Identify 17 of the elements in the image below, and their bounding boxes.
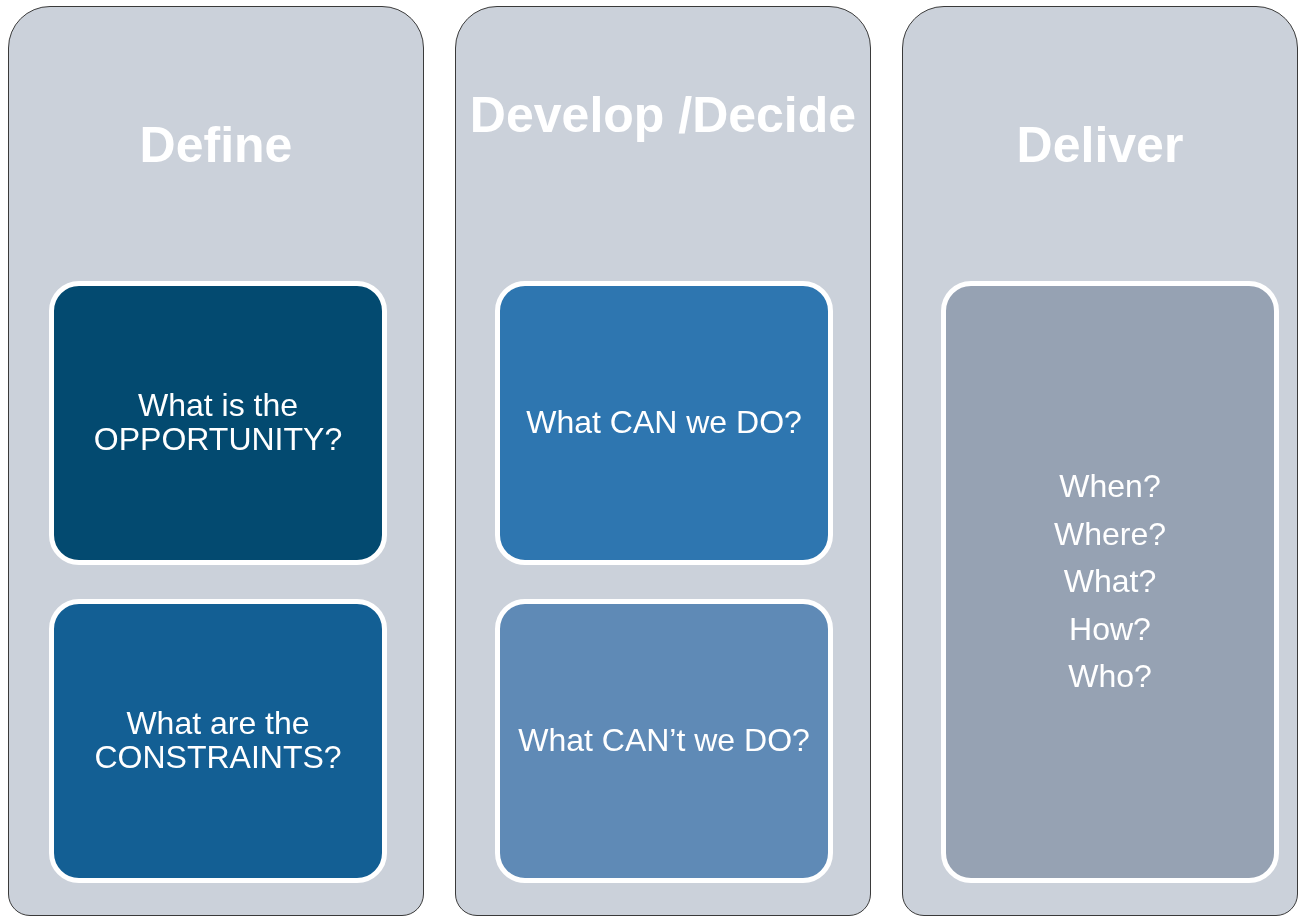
phase-column bbox=[902, 6, 1298, 916]
question-text: What CAN we DO? bbox=[526, 406, 802, 440]
question-text: How? bbox=[1069, 612, 1151, 647]
question-card bbox=[495, 599, 833, 883]
question-text: When? bbox=[1059, 470, 1161, 504]
question-card bbox=[495, 281, 833, 565]
question-text: What? bbox=[1063, 565, 1157, 599]
question-card bbox=[941, 281, 1279, 883]
question-text: What are the CONSTRAINTS? bbox=[93, 707, 343, 775]
question-card bbox=[49, 281, 387, 565]
question-text: Where? bbox=[1053, 517, 1166, 552]
phase-column bbox=[8, 6, 424, 916]
question-text: What is the OPPORTUNITY? bbox=[92, 389, 344, 457]
phase-column bbox=[455, 6, 871, 916]
question-text: Who? bbox=[1068, 660, 1152, 694]
question-text: What CAN’t we DO? bbox=[518, 724, 810, 758]
question-card bbox=[49, 599, 387, 883]
